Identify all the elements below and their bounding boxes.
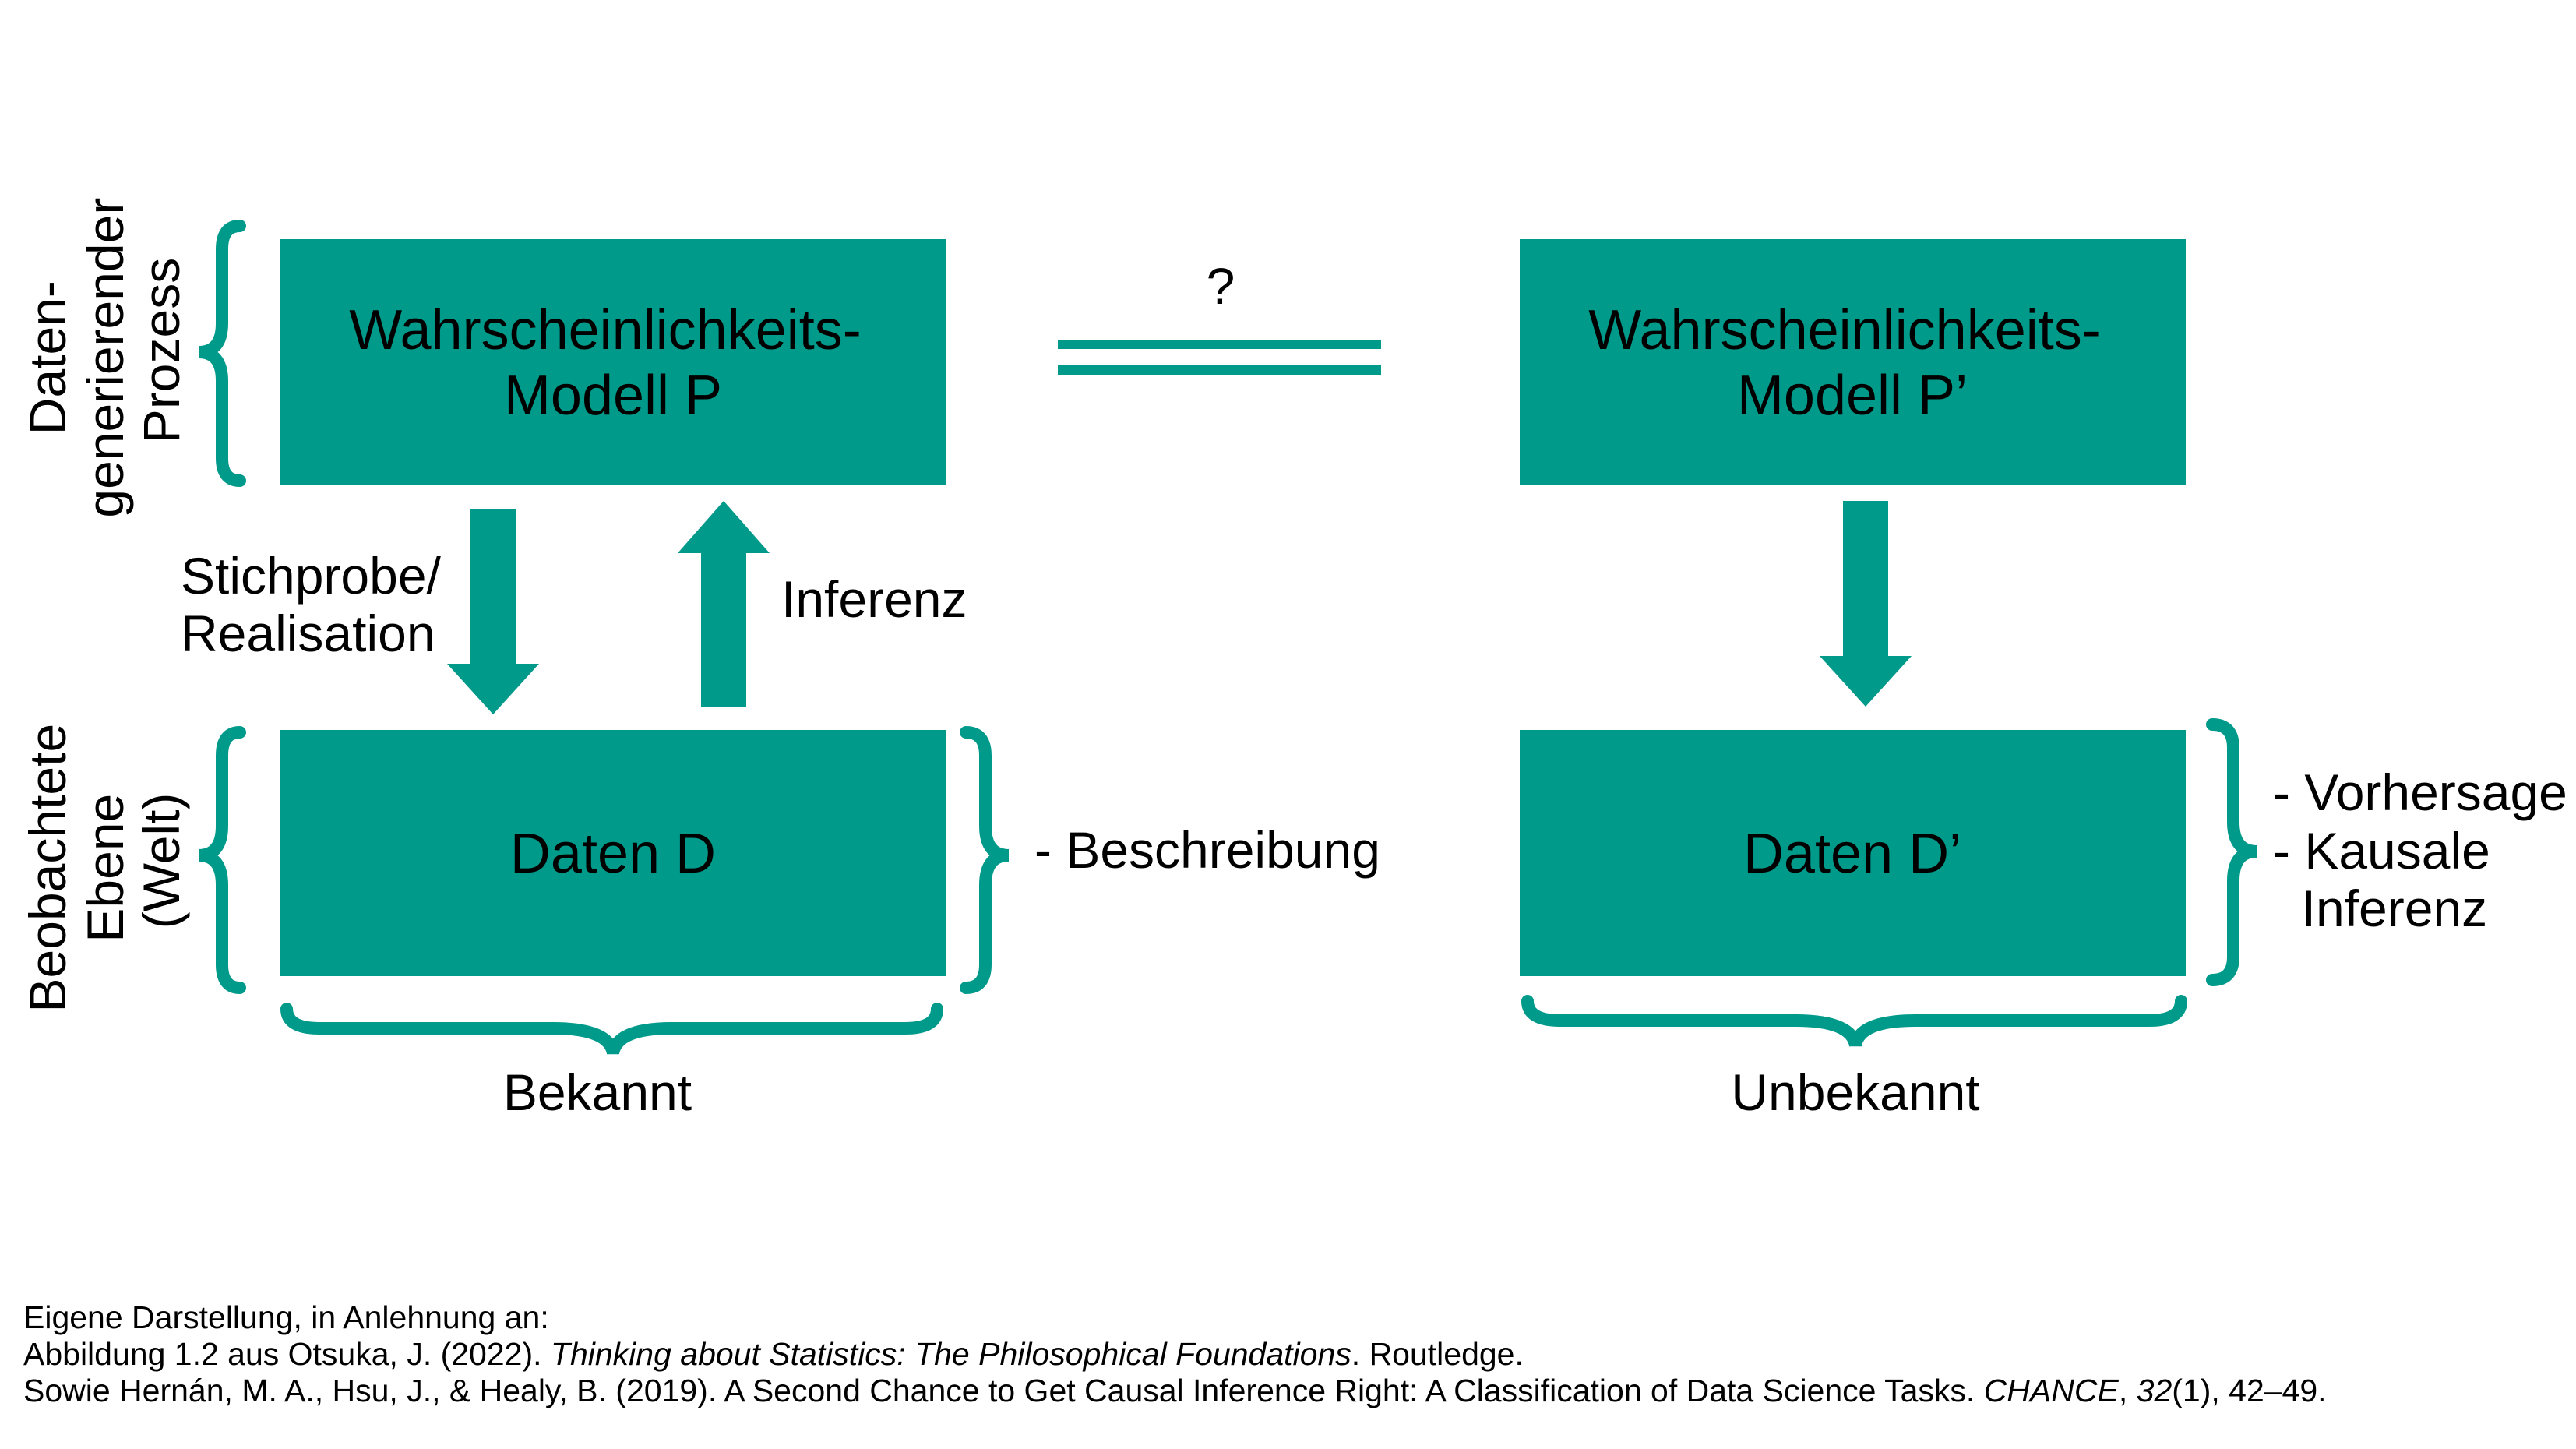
citation-2-suffix: . Routledge. xyxy=(1351,1336,1524,1372)
tasks-note-line3: Inferenz xyxy=(2273,880,2487,937)
tasks-brace xyxy=(2206,718,2257,986)
data-d-label: Daten D xyxy=(510,823,716,885)
inference-up-arrow xyxy=(678,501,770,707)
unknown-brace xyxy=(1521,995,2187,1048)
model-p-prime-box xyxy=(1520,239,2186,485)
known-brace xyxy=(280,1003,943,1056)
sampling-arrow-label-line1: Stichprobe/ xyxy=(181,547,442,605)
tasks-note: - Vorhersage - Kausale Inferenz xyxy=(2273,763,2567,937)
model-p-label-line1: Wahrscheinlichkeits- xyxy=(349,299,862,361)
citation-2-title: Thinking about Statistics: The Philosoph… xyxy=(550,1336,1351,1372)
process-brace xyxy=(198,220,246,487)
observed-side-label-line2: Ebene xyxy=(76,794,134,943)
equality-question-mark: ? xyxy=(1207,257,1235,315)
observed-brace xyxy=(198,726,246,994)
process-side-label-line2: generierender xyxy=(76,198,134,518)
unknown-label: Unbekannt xyxy=(1731,1063,1979,1121)
equality-bar-top xyxy=(1058,340,1381,349)
model-p-box xyxy=(280,239,946,485)
citation-line-3: Sowie Hernán, M. A., Hsu, J., & Healy, B… xyxy=(23,1373,2547,1409)
tasks-note-line1: - Vorhersage xyxy=(2273,763,2567,821)
citation-3-suffix: (1), 42–49. xyxy=(2172,1373,2327,1408)
citation-3-journal: CHANCE xyxy=(1983,1373,2119,1408)
observed-side-label-line3: (Welt) xyxy=(132,793,190,929)
data-d-prime-label: Daten D’ xyxy=(1743,823,1961,885)
prediction-down-arrow xyxy=(1820,501,1912,707)
citation-3-sep: , xyxy=(2118,1373,2137,1408)
data-d-prime-box xyxy=(1520,730,2186,976)
citation-3-prefix: Sowie Hernán, M. A., Hsu, J., & Healy, B… xyxy=(23,1373,1984,1408)
model-p-prime-label-line2: Modell P’ xyxy=(1737,365,1968,427)
model-p-prime-label-line1: Wahrscheinlichkeits- xyxy=(1588,299,2101,361)
equality-bar-bottom xyxy=(1058,365,1381,375)
data-d-box xyxy=(280,730,946,976)
process-side-label-line3: Prozess xyxy=(132,258,190,443)
model-p-prime-label: Wahrscheinlichkeits- Modell P’ xyxy=(1588,299,2116,427)
citation-2-prefix: Abbildung 1.2 aus Otsuka, J. (2022). xyxy=(23,1336,551,1372)
sampling-down-arrow xyxy=(447,509,539,714)
description-note: - Beschreibung xyxy=(1034,821,1380,879)
inference-arrow-label: Inferenz xyxy=(781,570,967,628)
known-label: Bekannt xyxy=(503,1063,692,1121)
citation-line-1: Eigene Darstellung, in Anlehnung an: xyxy=(23,1299,549,1335)
observed-side-label: Beobachtete Ebene (Welt) xyxy=(19,710,190,1013)
citation-3-volume: 32 xyxy=(2136,1373,2173,1408)
process-side-label-line1: Daten- xyxy=(19,280,76,435)
sampling-arrow-label-line2: Realisation xyxy=(181,605,435,662)
citation-line-2: Abbildung 1.2 aus Otsuka, J. (2022). Thi… xyxy=(23,1336,2547,1373)
sampling-arrow-label: Stichprobe/ Realisation xyxy=(181,547,455,662)
description-brace xyxy=(960,726,1010,994)
model-p-label: Wahrscheinlichkeits- Modell P xyxy=(349,299,877,427)
observed-side-label-line1: Beobachtete xyxy=(19,724,76,1013)
model-p-label-line2: Modell P xyxy=(504,365,722,427)
citation-footer: Eigene Darstellung, in Anlehnung an: Abb… xyxy=(23,1299,2547,1409)
process-side-label: Daten- generierender Prozess xyxy=(19,183,190,517)
tasks-note-line2: - Kausale xyxy=(2273,822,2490,880)
